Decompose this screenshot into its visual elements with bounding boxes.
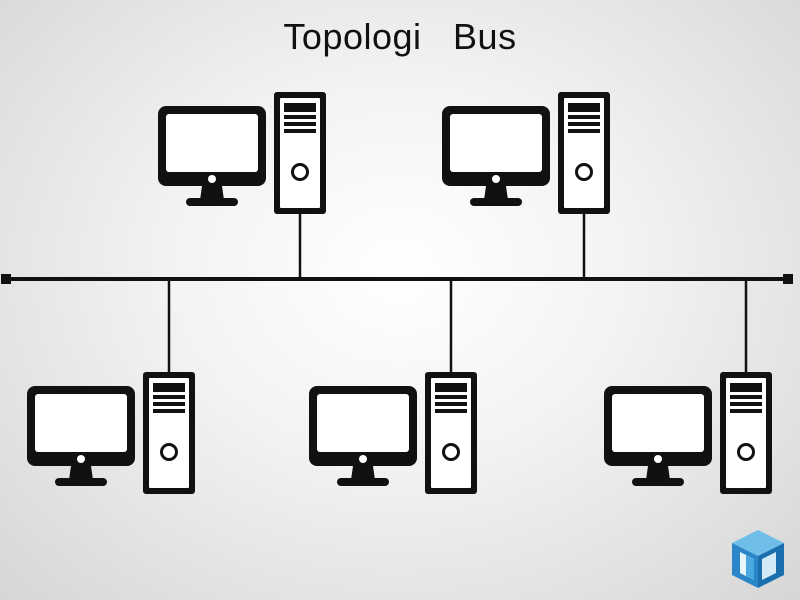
page-title: Topologi Bus — [283, 16, 517, 57]
desktop-computer-icon — [440, 90, 612, 216]
cube-logo-icon — [732, 530, 784, 588]
bus-terminator-right — [783, 274, 793, 284]
desktop-computer-icon — [25, 370, 197, 496]
bus-terminator-left — [1, 274, 11, 284]
desktop-computer-icon — [602, 370, 774, 496]
desktop-computer-icon — [156, 90, 328, 216]
desktop-computer-icon — [307, 370, 479, 496]
